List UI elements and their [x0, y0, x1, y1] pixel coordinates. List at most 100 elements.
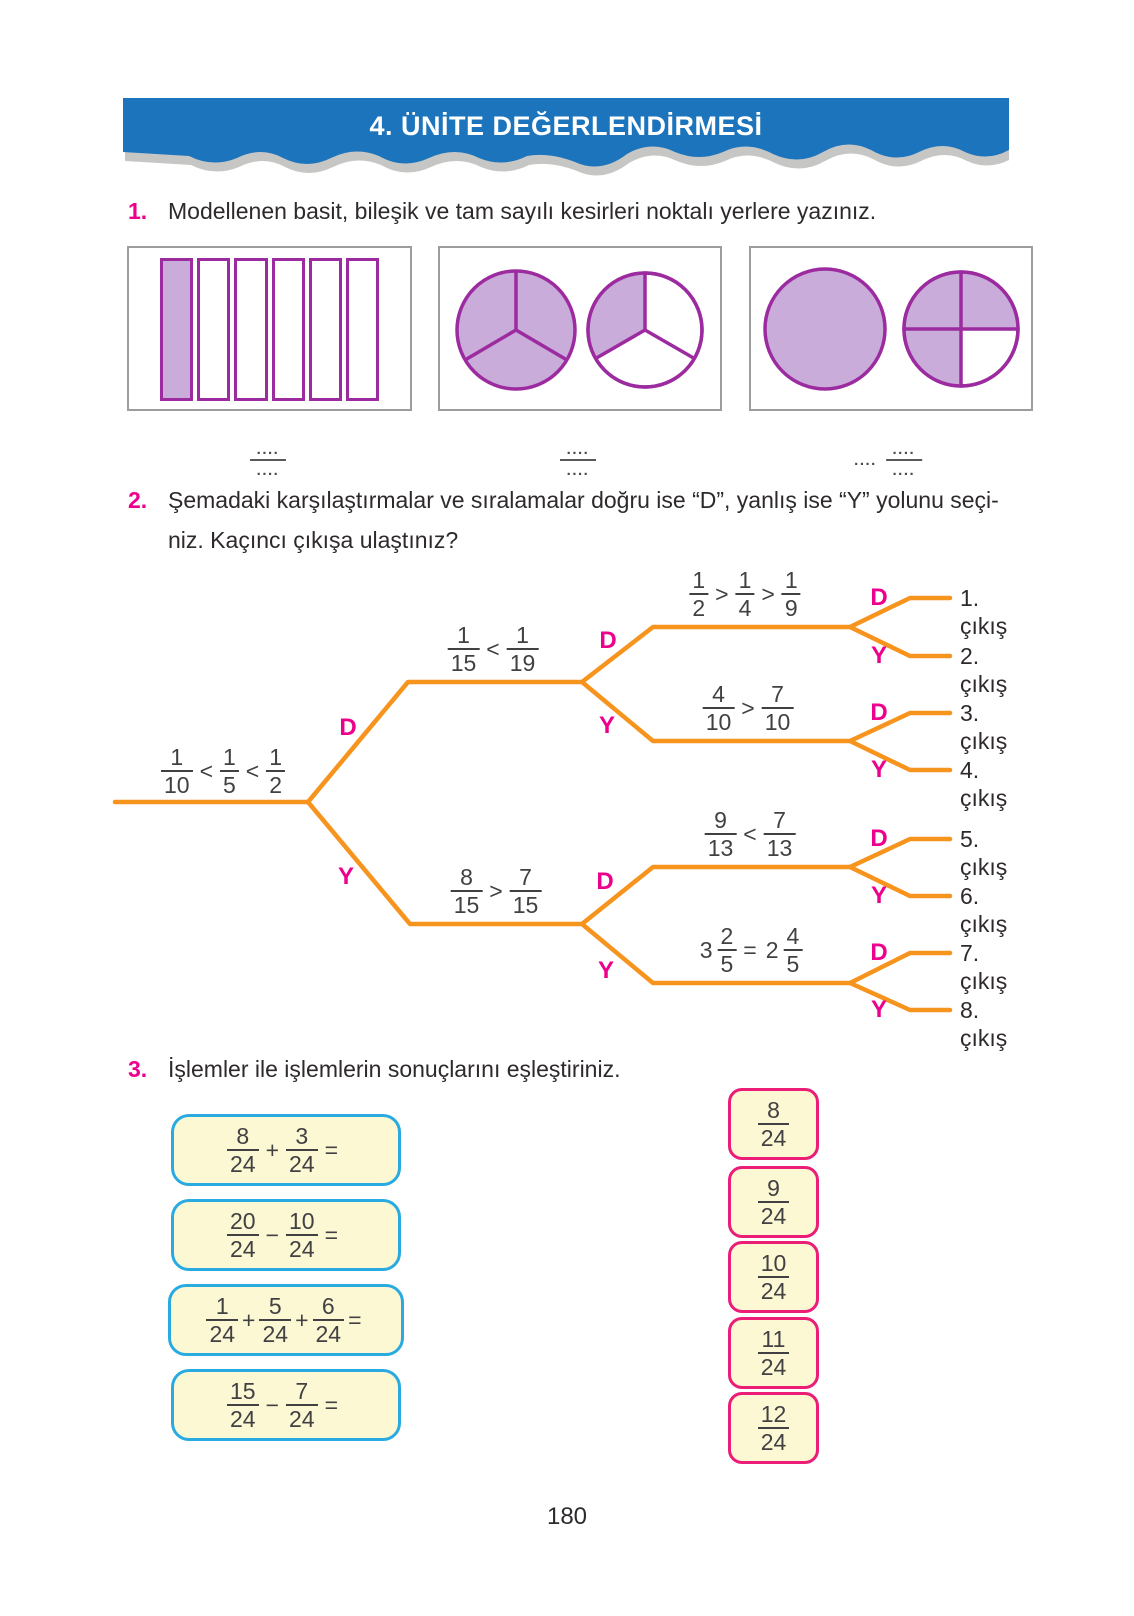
comparison-operator: >: [489, 877, 503, 904]
branch-label-y[interactable]: Y: [870, 996, 888, 1023]
rect-part: [308, 258, 342, 401]
rectangle-model: [160, 258, 380, 401]
branch-label-d[interactable]: D: [870, 699, 888, 726]
fraction-num: 11: [761, 1326, 786, 1353]
fraction-den: 24: [259, 1318, 292, 1346]
fraction-num: 1: [692, 567, 706, 594]
fraction-num: 1: [269, 744, 283, 771]
comparison-operator: >: [715, 580, 729, 607]
fraction-num: 7: [295, 1378, 309, 1405]
rect-part: [197, 258, 231, 401]
fraction-model-box-3: [749, 246, 1033, 411]
rect-part: [345, 258, 380, 401]
fraction-num: 1: [215, 1293, 229, 1320]
branch-label-d[interactable]: D: [339, 714, 357, 741]
q2-text-line1: Şemadaki karşılaştırmalar ve sıralamalar…: [168, 487, 999, 513]
unit-evaluation-banner: 4. ÜNİTE DEĞERLENDİRMESİ: [123, 98, 1011, 178]
fraction-model-box-1: [127, 246, 412, 411]
branch-label-d[interactable]: D: [599, 627, 617, 654]
thirds-circles-model: [455, 269, 704, 391]
branch-label-y[interactable]: Y: [337, 863, 355, 890]
fraction-num: 5: [268, 1293, 282, 1320]
fraction-den: 10: [160, 769, 193, 797]
whole-number-dots: ....: [854, 451, 877, 469]
exit-label-2: 2. çıkış: [960, 643, 1008, 697]
rect-part: [234, 258, 268, 401]
fraction-den: 24: [286, 1233, 318, 1261]
q1-answer-blank-3[interactable]: .... .... ....: [854, 442, 922, 479]
comparison-operator: >: [741, 694, 755, 721]
fraction-den: 13: [704, 832, 737, 860]
fraction-den: 24: [312, 1318, 345, 1346]
equals-sign: =: [324, 1136, 339, 1163]
branch-label-y[interactable]: Y: [870, 882, 888, 909]
dotted-fraction: .... ....: [885, 442, 922, 479]
fraction-den: 24: [206, 1318, 239, 1346]
exit-label-4: 4. çıkış: [960, 757, 1008, 811]
fraction-den: 24: [226, 1403, 259, 1431]
comparison-operator: <: [199, 757, 213, 784]
tree-lines: [112, 595, 953, 1013]
comparison-operator: <: [245, 757, 260, 784]
branch-label-y[interactable]: Y: [870, 756, 888, 783]
branch-label-y[interactable]: Y: [597, 957, 615, 984]
fraction-num: 7: [771, 681, 784, 708]
fraction-num: 20: [229, 1208, 256, 1235]
fraction-den: 5: [783, 948, 803, 976]
branch-label-d[interactable]: D: [596, 868, 614, 895]
fraction-den: 5: [717, 948, 737, 976]
fraction-num: 7: [519, 864, 532, 891]
fraction-den: 24: [757, 1122, 790, 1150]
branch-label-y[interactable]: Y: [870, 642, 888, 669]
fraction-num: 8: [767, 1097, 780, 1124]
rect-part-shaded: [160, 258, 194, 401]
fraction-den: 4: [735, 592, 755, 620]
plus-operator: +: [242, 1306, 256, 1333]
fraction-num: 10: [289, 1208, 315, 1235]
branch-label-d[interactable]: D: [870, 584, 888, 611]
q1-answer-blank-1[interactable]: .... ....: [250, 442, 286, 478]
exit-label-8: 8. çıkış: [960, 997, 1008, 1051]
page-number: 180: [546, 1503, 588, 1530]
fraction-model-box-2: [438, 246, 722, 411]
fraction-num: 10: [760, 1250, 787, 1277]
branch-label-d[interactable]: D: [870, 825, 888, 852]
plus-operator: +: [295, 1306, 309, 1333]
equals-sign: =: [348, 1306, 362, 1333]
branch-label-d[interactable]: D: [870, 939, 888, 966]
rect-part: [271, 258, 305, 401]
mixed-number-circles-model: [763, 267, 1020, 391]
q1-answer-blank-2[interactable]: .... ....: [560, 442, 596, 479]
fraction-den: 15: [509, 889, 542, 917]
exit-label-3: 3. çıkış: [960, 700, 1008, 754]
fraction-num: 1: [738, 567, 752, 594]
exit-label-5: 5. çıkış: [960, 826, 1008, 880]
q1-text: Modellenen basit, bileşik ve tam sayılı …: [168, 198, 877, 224]
branch-label-y[interactable]: Y: [598, 712, 616, 739]
fraction-num: 6: [321, 1293, 335, 1320]
denominator-dots: ....: [892, 462, 916, 479]
circle-one-third-shaded: [586, 271, 704, 389]
exit-label-6: 6. çıkış: [960, 883, 1008, 937]
denominator-dots: ....: [566, 462, 590, 479]
comparison-operator: =: [743, 936, 757, 963]
fraction-bar: [885, 459, 922, 461]
whole-number: 2: [765, 936, 779, 963]
fraction-bar: [250, 459, 286, 461]
minus-operator: −: [265, 1221, 279, 1248]
fraction-den: 15: [447, 647, 480, 675]
fraction-den: 15: [450, 889, 483, 917]
